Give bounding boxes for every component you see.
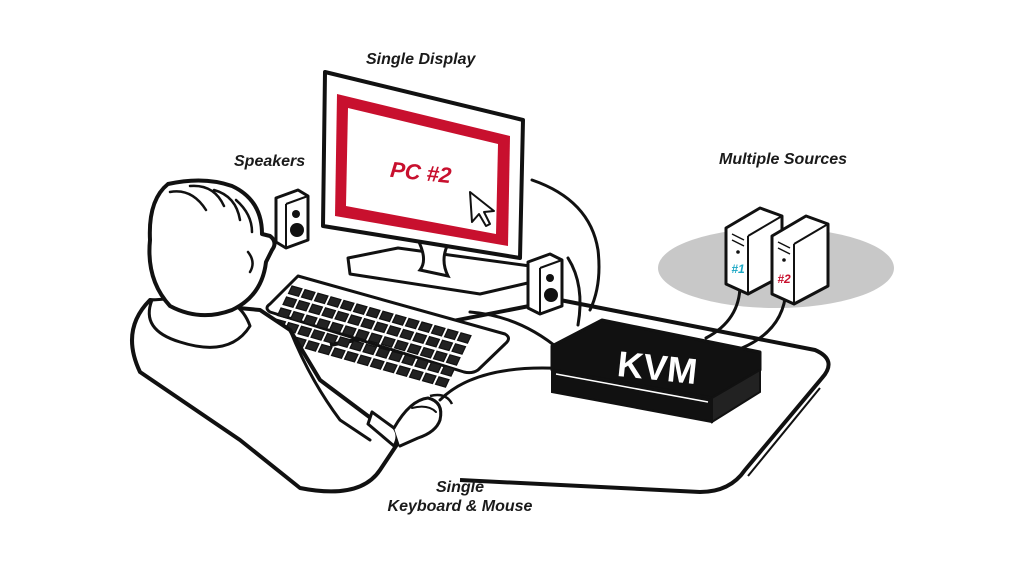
keyboard-key <box>443 328 459 341</box>
keyboard-key <box>414 357 430 370</box>
keyboard-key <box>432 350 448 363</box>
keyboard-key <box>378 310 394 323</box>
keyboard-key <box>425 335 441 348</box>
keyboard-key <box>373 321 389 334</box>
label-km-line1: Single <box>435 479 484 496</box>
keyboard-key <box>287 285 303 298</box>
keyboard-key <box>289 310 305 323</box>
keyboard-key <box>354 328 370 341</box>
keyboard-key <box>362 343 378 356</box>
keyboard-key <box>323 332 339 345</box>
keyboard-key <box>343 350 359 363</box>
keyboard-key <box>391 314 407 326</box>
keyboard <box>265 274 510 388</box>
keyboard-key <box>310 329 326 341</box>
pc-2-tower <box>770 214 830 306</box>
keyboard-key <box>356 354 372 367</box>
label-km-line2: Keyboard & Mouse <box>387 498 533 515</box>
label-speakers: Speakers <box>234 153 306 170</box>
monitor <box>321 70 534 296</box>
keyboard-key <box>317 343 333 356</box>
pc-2-label: #2 <box>777 272 791 286</box>
keyboard-key <box>430 324 446 337</box>
keyboard-key <box>341 325 357 338</box>
speaker-left <box>274 188 310 250</box>
keyboard-key <box>386 325 402 337</box>
keyboard-key <box>408 368 424 381</box>
label-single-display: Single Display <box>366 51 476 68</box>
kvm-label: KVM <box>615 343 699 392</box>
pc-1-tower <box>724 206 784 296</box>
keyboard-key <box>302 314 318 327</box>
keyboard-key <box>412 332 428 345</box>
keyboard-key <box>308 303 324 316</box>
keyboard-key <box>438 339 454 352</box>
keyboard-key <box>328 321 344 334</box>
keyboard-key <box>367 332 383 345</box>
keyboard-key <box>347 314 363 327</box>
keyboard-key <box>380 336 396 348</box>
label-multiple-sources: Multiple Sources <box>719 151 848 168</box>
keyboard-key <box>382 361 398 374</box>
keyboard-key <box>339 299 355 312</box>
keyboard-key <box>395 365 411 378</box>
user-person <box>130 178 443 494</box>
keyboard-key <box>451 343 467 355</box>
keyboard-key <box>326 296 342 308</box>
keyboard-key <box>336 336 352 349</box>
keyboard-key <box>401 354 417 367</box>
keyboard-key <box>313 292 329 305</box>
keyboard-key <box>427 361 443 374</box>
keyboard-key <box>421 372 437 385</box>
keyboard-key <box>330 347 346 360</box>
speaker-right <box>526 252 564 316</box>
keyboard-key <box>375 347 391 359</box>
keyboard-key <box>334 310 350 323</box>
keyboard-key <box>365 306 381 319</box>
keyboard-key <box>360 317 376 330</box>
keyboard-key <box>352 303 368 316</box>
keyboard-key <box>282 296 298 309</box>
keyboard-key <box>321 307 337 319</box>
keyboard-key <box>276 307 292 320</box>
cursor-icon <box>469 191 495 227</box>
keyboard-key <box>315 318 331 330</box>
keyboard-key <box>456 332 472 344</box>
keyboard-key <box>406 343 422 356</box>
pc-1-label: #1 <box>731 262 745 276</box>
keyboard-key <box>445 354 461 366</box>
keyboard-key <box>300 288 316 301</box>
keyboard-key <box>417 321 433 334</box>
keyboard-key <box>440 365 456 377</box>
keyboard-key <box>297 325 313 338</box>
keyboard-key <box>434 376 450 388</box>
keyboard-key <box>404 317 420 330</box>
keyboard-key <box>419 346 435 359</box>
keyboard-key <box>349 339 365 352</box>
mouse <box>429 393 454 405</box>
kvm-switch <box>550 318 762 424</box>
keyboard-key <box>399 328 415 341</box>
keyboard-key <box>369 358 385 370</box>
label-keyboard-mouse: Single Keyboard & Mouse <box>370 478 550 516</box>
keyboard-key <box>304 340 320 352</box>
keyboard-key <box>393 339 409 352</box>
keyboard-key <box>295 299 311 312</box>
keyboard-key <box>388 350 404 363</box>
